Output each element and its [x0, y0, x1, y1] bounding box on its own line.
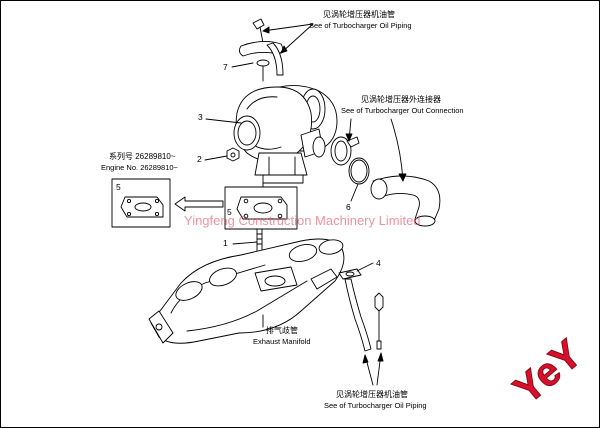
serial-number-cn-label: 系列号 26289810~ [109, 152, 176, 161]
part-number-4: 4 [376, 258, 381, 268]
bottom-oil-piping-en-label: See of Turbocharger Oil Piping [324, 401, 427, 410]
svg-text:YeY: YeY [506, 331, 591, 412]
part-number-6: 6 [346, 202, 351, 212]
seal-ring-part-6-drawing [348, 157, 370, 202]
yey-logo: YeY [505, 331, 591, 413]
clamp-drawing [330, 136, 360, 166]
bottom-callout-leaders [362, 352, 384, 386]
part-number-5-new: 5 [227, 207, 232, 217]
out-callout-leaders [345, 118, 407, 182]
exhaust-manifold-en-label: Exhaust Manifold [253, 337, 311, 346]
part-number-7: 7 [223, 62, 228, 72]
gasket-old-box [111, 178, 171, 228]
top-oil-piping-en-label: See of Turbocharger Oil Piping [309, 21, 412, 30]
exhaust-manifold-cn-label: 排气歧管 [266, 326, 298, 335]
top-callout-leaders [262, 23, 314, 54]
out-connection-cn-label: 见涡轮增压器外连接器 [361, 95, 441, 104]
stud-part-1-drawing [232, 228, 263, 256]
bottom-oil-pipe-drawing [338, 262, 384, 352]
turbocharger-body-drawing [233, 85, 338, 184]
part-number-1: 1 [223, 238, 228, 248]
nut-part-2-drawing [204, 147, 240, 162]
exhaust-manifold-drawing [148, 238, 345, 344]
top-oil-pipe-drawing [238, 18, 284, 82]
top-oil-piping-cn-label: 见涡轮增压器机油管 [323, 10, 395, 19]
out-connection-en-label: See of Turbocharger Out Connection [341, 106, 464, 115]
part-number-3: 3 [198, 112, 203, 122]
bottom-oil-piping-cn-label: 见涡轮增压器机油管 [336, 390, 408, 399]
replacement-arrow [174, 196, 224, 212]
gasket-new-box [224, 182, 298, 230]
engine-number-en-label: Engine No. 26289810~ [101, 163, 178, 172]
part-number-2: 2 [197, 154, 202, 164]
part-number-5-old: 5 [116, 182, 121, 192]
elbow-pipe-drawing [370, 175, 441, 227]
watermark-text: Yingfeng Construction Machinery Limited [184, 213, 421, 228]
